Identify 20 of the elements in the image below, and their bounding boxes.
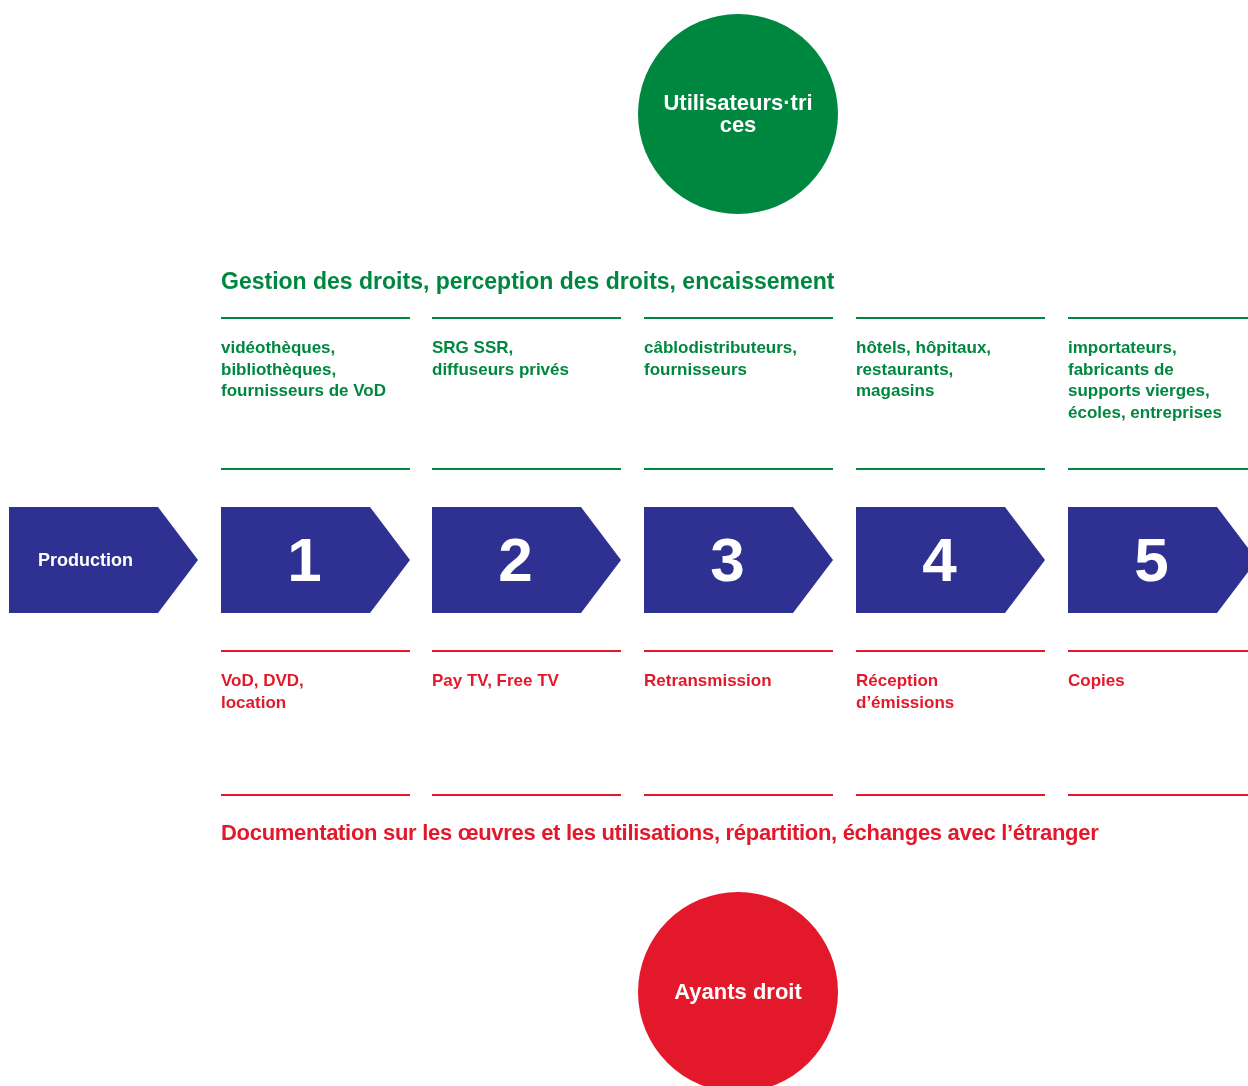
category-text: hôtels, hôpitaux, restaurants, magasins	[856, 337, 993, 402]
step-number: 3	[710, 529, 745, 591]
section-heading: Gestion des droits, perception des droits, encaissement	[221, 267, 835, 296]
chevron-label: Production	[38, 548, 133, 572]
category-text: Pay TV, Free TV	[432, 670, 560, 692]
category-text: Réception d’émissions	[856, 670, 956, 713]
category-text: importateurs, fabricants de supports vierges, écoles, entreprises	[1068, 337, 1224, 423]
category-text: câblodistributeurs, fournisseurs	[644, 337, 799, 380]
step-number: 2	[498, 529, 533, 591]
category-text: Retransmission	[644, 670, 773, 692]
category-text: VoD, DVD, location	[221, 670, 305, 713]
category-text: SRG SSR, diffuseurs privés	[432, 337, 570, 380]
category-text: vidéothèques, bibliothèques, fournisseurs de VoD	[221, 337, 386, 402]
section-heading: Documentation sur les œuvres et les utilisations, répartition, échanges avec l’étranger	[221, 819, 1099, 847]
step-number: 4	[922, 529, 957, 591]
step-number: 5	[1134, 529, 1169, 591]
circle-label: Ayants droit	[674, 981, 802, 1003]
category-text: Copies	[1068, 670, 1126, 692]
step-number: 1	[287, 529, 322, 591]
circle-label: Utilisateurs·trices	[663, 92, 813, 136]
